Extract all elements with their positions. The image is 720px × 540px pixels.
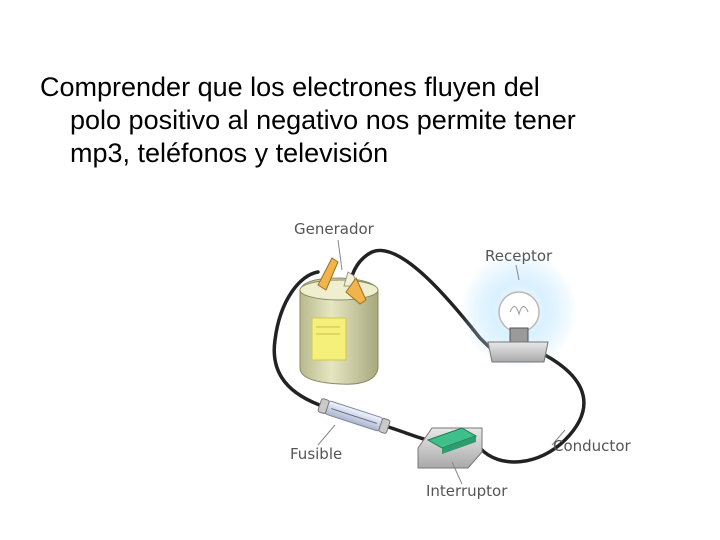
statement-text: Comprender que los electrones fluyen del… (40, 71, 700, 170)
conductor-label: Conductor (553, 437, 631, 455)
fuse-icon (317, 398, 391, 434)
switch-label: Interruptor (426, 482, 508, 500)
battery-icon (299, 257, 379, 385)
statement-line-2: polo positivo al negativo nos permite te… (70, 105, 576, 135)
receiver-label: Receptor (485, 247, 553, 265)
generator-label: Generador (294, 220, 375, 238)
statement-line-3: mp3, teléfonos y televisión (70, 138, 389, 168)
statement-line-1: Comprender que los electrones fluyen del (40, 72, 540, 102)
switch-icon (417, 427, 483, 469)
light-bulb-icon (461, 252, 577, 368)
callout-lines (317, 239, 566, 485)
fuse-label: Fusible (290, 445, 342, 463)
